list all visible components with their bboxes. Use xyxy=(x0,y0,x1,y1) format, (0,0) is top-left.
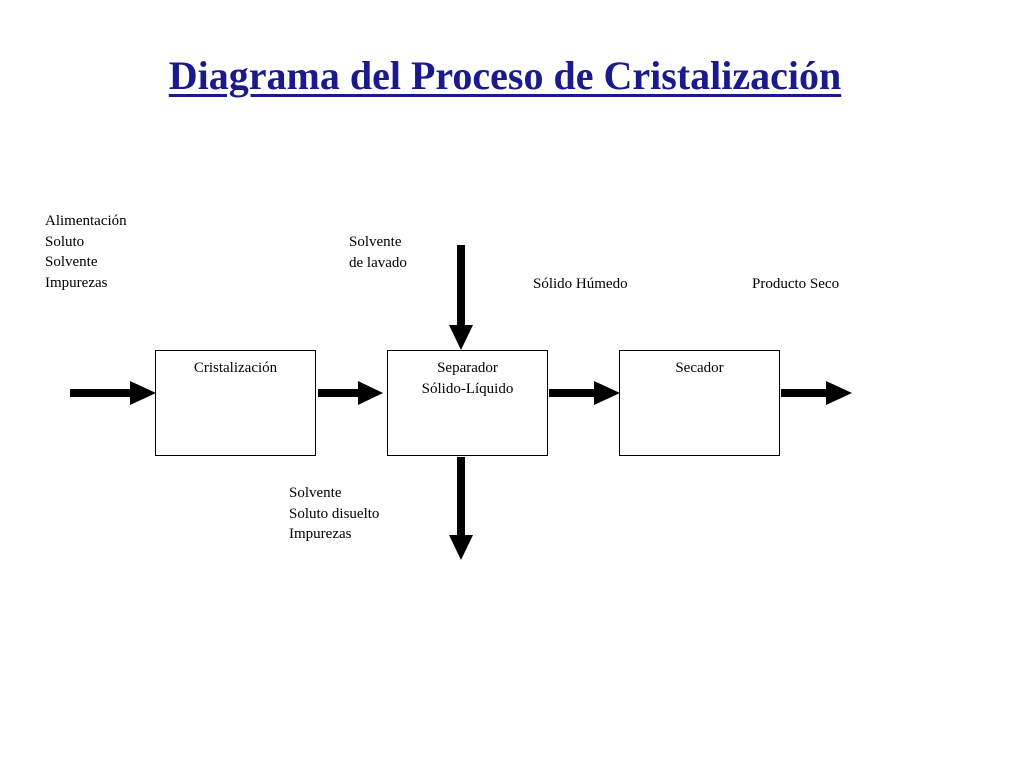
separator-box: Separador Sólido-Líquido xyxy=(387,350,548,456)
separator-label-line: Separador xyxy=(437,360,498,376)
mother-liquor-line: Impurezas xyxy=(289,526,352,542)
mother-liquor-label: Solvente Soluto disuelto Impurezas xyxy=(289,483,379,545)
dry-product-label: Producto Seco xyxy=(752,276,840,292)
wet-solid-label: Sólido Húmedo xyxy=(533,276,628,292)
mother-liquor-arrow xyxy=(449,457,473,560)
wash-solvent-line: de lavado xyxy=(349,254,407,271)
crystallizer-label: Cristalización xyxy=(193,360,278,376)
feed-label: Alimentación Soluto Solvente Impurezas xyxy=(45,211,127,293)
crystallizer-box: Cristalización xyxy=(155,350,316,456)
feed-label-line: Solvente xyxy=(45,254,98,270)
mother-liquor-line: Solvente xyxy=(289,485,342,501)
feed-label-line: Impurezas xyxy=(45,274,108,291)
dryer-box: Secador xyxy=(619,350,780,456)
wash-solvent-arrow xyxy=(449,245,473,350)
feed-label-line: Soluto xyxy=(45,233,85,250)
wet-solid-arrow xyxy=(549,381,620,405)
separator-label-line: Sólido-Líquido xyxy=(421,380,514,397)
slurry-arrow xyxy=(318,381,383,405)
wash-solvent-label: Solvente de lavado xyxy=(349,232,407,273)
feed-label-line: Alimentación xyxy=(45,213,127,229)
page-title: Diagrama del Proceso de Cristalización xyxy=(168,53,842,98)
wash-solvent-line: Solvente xyxy=(349,234,402,250)
feed-arrow xyxy=(70,381,156,405)
dry-product-arrow xyxy=(781,381,852,405)
dryer-label: Secador xyxy=(675,360,724,376)
mother-liquor-line: Soluto disuelto xyxy=(289,505,380,522)
